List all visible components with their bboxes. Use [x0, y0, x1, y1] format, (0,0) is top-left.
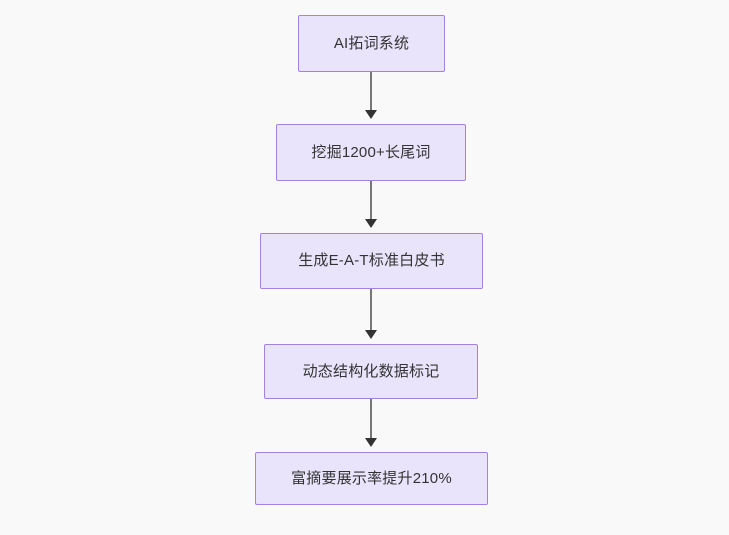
- connector-arrowhead-1: [365, 110, 377, 119]
- flow-node-3-label: 生成E-A-T标准白皮书: [298, 252, 445, 269]
- connector-line-1: [370, 72, 372, 115]
- connector-arrowhead-2: [365, 219, 377, 228]
- flow-node-1-label: AI拓词系统: [333, 34, 410, 52]
- connector-line-3: [370, 289, 372, 335]
- flow-node-1[interactable]: AI拓词系统: [298, 15, 445, 72]
- connector-line-4: [370, 399, 372, 443]
- flow-node-4-label: 动态结构化数据标记: [302, 362, 440, 380]
- flow-node-5[interactable]: 富摘要展示率提升210%: [255, 452, 488, 505]
- flow-node-2[interactable]: 挖掘1200+长尾词: [276, 124, 466, 181]
- flow-node-2-label: 挖掘1200+长尾词: [311, 143, 431, 161]
- flow-node-3[interactable]: 生成E-A-T标准白皮书: [260, 233, 483, 289]
- connector-line-2: [370, 181, 372, 224]
- connector-arrowhead-3: [365, 330, 377, 339]
- connector-arrowhead-4: [365, 438, 377, 447]
- flow-node-5-label: 富摘要展示率提升210%: [291, 469, 452, 487]
- flow-node-4[interactable]: 动态结构化数据标记: [264, 344, 478, 399]
